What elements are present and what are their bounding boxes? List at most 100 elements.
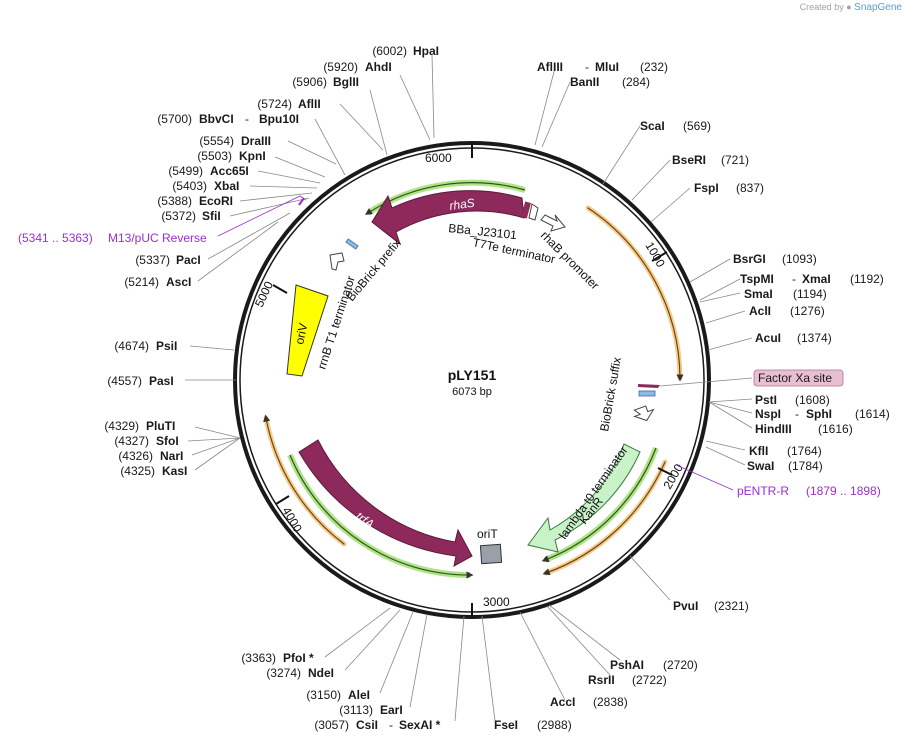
site-pos: (2321) xyxy=(714,599,749,613)
site-pos: (2722) xyxy=(632,673,667,687)
leader-pshai xyxy=(548,604,621,661)
site-pos: (5499) xyxy=(168,164,203,178)
plasmid-size: 6073 bp xyxy=(452,386,492,398)
site-pos: (3150) xyxy=(306,688,341,702)
biobrick-suffix-marker xyxy=(638,390,656,397)
site-name: BseRI xyxy=(672,153,706,167)
site-name: CsiI xyxy=(356,718,378,732)
site-name: AscI xyxy=(166,275,191,289)
oriV-label: oriV xyxy=(292,322,310,346)
site-pos: (3113) xyxy=(339,703,373,717)
site-name: XbaI xyxy=(214,179,239,193)
site-name: AflII xyxy=(298,97,321,111)
leader-psti xyxy=(708,398,753,403)
site-leader-lines xyxy=(185,54,753,722)
site-name: PsiI xyxy=(156,339,177,353)
leader-kasi xyxy=(194,437,241,471)
leader-asci xyxy=(197,221,279,282)
leader-hindiii xyxy=(708,401,753,429)
site-name: PasI xyxy=(149,374,174,388)
rhaS-label: rhaS xyxy=(448,196,475,213)
site-name: FspI xyxy=(694,181,719,195)
site-pos: (2838) xyxy=(593,695,628,709)
site-pos: (284) xyxy=(622,75,650,89)
m13-primer-mark xyxy=(298,197,305,206)
site-pos: (1192) xyxy=(850,272,884,286)
leader-pvui xyxy=(629,555,671,601)
site-pos: (6002) xyxy=(372,44,407,58)
leader-paci xyxy=(207,212,291,260)
snapgene-credit: Created by ● SnapGene xyxy=(800,2,902,13)
site-pos: (569) xyxy=(683,119,711,133)
site-pos: (3274) xyxy=(266,666,301,680)
leader-kpni xyxy=(274,156,326,178)
site-pos: (232) xyxy=(640,60,668,74)
site-pos: (4557) xyxy=(107,374,142,388)
t7te-terminator-icon xyxy=(528,203,539,221)
primer-range: (1879 .. 1898) xyxy=(806,484,881,498)
leader-ahdi xyxy=(399,74,431,141)
primer-name: pENTR-R xyxy=(737,484,789,498)
site-name: PvuI xyxy=(673,599,698,613)
site-pos: (2988) xyxy=(537,718,572,732)
leader-rsrii xyxy=(546,605,611,676)
plasmid-name: pLY151 xyxy=(448,367,497,383)
site-pos: (1616) xyxy=(818,422,853,436)
site-name-2: MluI xyxy=(595,60,619,74)
site-name: EarI xyxy=(380,703,403,717)
green-feature-arcs xyxy=(287,179,659,579)
leader-afliii xyxy=(534,67,556,146)
leader-pfoi xyxy=(324,607,391,658)
site-pos: (5337) xyxy=(135,253,170,267)
site-name-2: SexAI * xyxy=(399,718,441,732)
site-pos: (3363) xyxy=(241,651,276,665)
primer-name: M13/pUC Reverse xyxy=(108,231,207,245)
site-name: PfoI * xyxy=(283,651,314,665)
site-name: PshAI xyxy=(610,658,644,672)
site-name: PacI xyxy=(176,253,201,267)
site-pos: (721) xyxy=(721,153,749,167)
tick-2000 xyxy=(657,467,673,476)
site-name: BglII xyxy=(333,75,359,89)
snapgene-logo-icon: ● xyxy=(846,2,852,12)
site-pos: (4326) xyxy=(118,449,153,463)
site-pos: (1093) xyxy=(782,252,817,266)
orange-arc-left-line xyxy=(263,414,345,545)
leader-draiii xyxy=(287,140,337,165)
site-name: AcuI xyxy=(755,331,781,345)
tick-label-4000: 4000 xyxy=(279,505,305,535)
leader-scai xyxy=(602,125,641,185)
tick-marks xyxy=(272,143,673,617)
site-pos: (5503) xyxy=(197,149,232,163)
site-name: KflI xyxy=(749,444,768,458)
site-name-2: Bpu10I xyxy=(259,112,299,126)
site-name: SfiI xyxy=(202,209,221,223)
leader-csii xyxy=(454,615,465,722)
tick-4000 xyxy=(275,495,290,505)
site-pos: (5920) xyxy=(323,60,358,74)
site-pos: (5724) xyxy=(257,97,292,111)
site-dash: - xyxy=(389,718,393,732)
site-name: AleI xyxy=(348,688,370,702)
site-name-2: XmaI xyxy=(802,272,831,286)
leader-bsrgi xyxy=(689,258,731,283)
site-pos: (5388) xyxy=(157,194,192,208)
credit-prefix: Created by xyxy=(799,2,844,12)
factor-xa-marker xyxy=(638,384,660,388)
leader-ecori xyxy=(239,192,313,202)
leader-tspmi xyxy=(699,278,741,301)
orange-arc-right xyxy=(585,205,683,381)
site-pos: (4325) xyxy=(120,464,155,478)
site-pos: (837) xyxy=(736,181,764,195)
oriV-box xyxy=(286,284,329,377)
oriT-box xyxy=(479,543,503,565)
leader-alei xyxy=(379,611,414,694)
factor-xa-highlight xyxy=(753,369,844,387)
leader-nspi xyxy=(708,401,753,414)
leader-acc65i xyxy=(257,170,321,184)
leader-kfli xyxy=(705,440,746,451)
biobrick-prefix-marker xyxy=(345,238,359,250)
site-pos: (4327) xyxy=(114,434,149,448)
leader-eari xyxy=(409,613,428,708)
bba-j23101-marker xyxy=(521,201,531,219)
